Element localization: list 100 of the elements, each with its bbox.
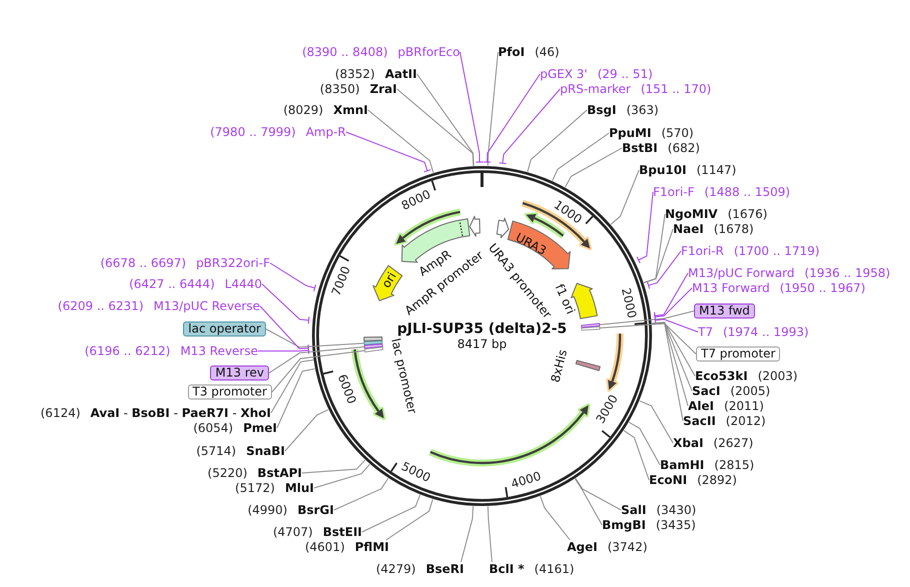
primer-range: (6678 .. 6697)	[100, 256, 186, 270]
leader-line	[652, 322, 688, 406]
leader-line	[262, 284, 310, 324]
tick-label: 2000	[619, 286, 640, 320]
enzyme-name: SacII	[683, 414, 716, 428]
cut-position: (46)	[534, 45, 560, 59]
cut-position: (5172)	[235, 481, 275, 495]
primer-name: pBR322ori-F	[196, 256, 270, 270]
leader-line	[270, 262, 316, 292]
leader-line	[639, 400, 674, 444]
leader-line	[272, 350, 366, 392]
leader-line	[483, 74, 540, 163]
leader-line	[636, 192, 654, 264]
enzyme-name: AatII	[384, 67, 417, 81]
feature-name: ori	[378, 270, 399, 290]
primer-range: (1950 .. 1967)	[780, 281, 866, 295]
leader-line	[527, 110, 588, 172]
leader-line	[270, 360, 314, 414]
primer-range: (6209 .. 6231)	[58, 299, 144, 313]
primer-name: M13 Forward	[692, 281, 770, 295]
cut-position: (2815)	[714, 458, 754, 472]
cut-position: (2892)	[697, 473, 737, 487]
leader-line	[498, 88, 560, 164]
cut-position: (4601)	[304, 540, 345, 554]
leader-line	[652, 323, 684, 422]
primer-name: M13/pUC Forward	[688, 266, 795, 280]
leader-line	[575, 478, 622, 510]
enzyme-name: BsrGI	[297, 503, 334, 517]
feature-bar	[581, 326, 600, 331]
enzyme-name: BstAPI	[257, 466, 302, 480]
cut-position: (4161)	[534, 562, 574, 576]
leader-line	[302, 460, 366, 474]
leader-line	[564, 148, 622, 188]
leader-line	[552, 132, 610, 182]
primer-name: pGEX 3'	[540, 67, 588, 81]
leader-line	[368, 110, 434, 174]
leader-line	[416, 74, 474, 166]
leader-line	[487, 506, 492, 562]
primer-name: F1ori-F	[653, 185, 694, 199]
leader-line	[598, 310, 694, 326]
enzyme-name: SalI	[621, 503, 646, 517]
leader-line	[460, 506, 474, 562]
leader-line	[396, 88, 474, 166]
primer-name: L4440	[224, 277, 262, 291]
cut-position: (3435)	[656, 518, 696, 532]
cut-position: (4707)	[272, 525, 313, 539]
enzyme-name: EcoNI	[649, 473, 688, 487]
leader-line	[646, 250, 682, 290]
cut-position: (2003)	[758, 369, 798, 383]
cut-position: (682)	[668, 141, 700, 155]
enzyme-name: ZraI	[370, 82, 397, 96]
primer-range: (1488 .. 1509)	[704, 185, 790, 199]
enzyme-name: AgeI	[567, 540, 598, 554]
feature-bar	[581, 323, 600, 328]
leader-line	[540, 496, 570, 540]
primer-name: Amp-R	[306, 125, 346, 139]
cut-position: (5714)	[196, 444, 236, 458]
enzyme-name: PmeI	[243, 421, 277, 435]
primer-range: (151 .. 170)	[640, 82, 712, 96]
leader-line	[574, 478, 602, 526]
leader-line	[284, 409, 329, 452]
enzyme-name: BstEII	[322, 525, 362, 539]
enzyme-name: BamHI	[660, 458, 704, 472]
cut-position: (4279)	[376, 562, 416, 576]
feature-label: M13 rev	[210, 366, 269, 380]
feature-label: T3 promoter	[188, 384, 272, 400]
leader-line	[487, 52, 498, 166]
primer-range: (6427 .. 6444)	[129, 277, 215, 291]
leader-line	[643, 214, 666, 283]
cut-position: (2005)	[730, 384, 770, 398]
primer-range: (8390 .. 8408)	[302, 45, 388, 59]
cut-position: (3742)	[607, 540, 648, 554]
feature-bar	[364, 340, 383, 346]
enzyme-name: AvaI - BsoBI - PaeR7I - XhoI	[90, 406, 271, 420]
leader-line	[610, 170, 640, 225]
primer-range: (1700 .. 1719)	[734, 244, 820, 258]
enzyme-name: Eco53kI	[695, 369, 748, 383]
cut-position: (8350)	[320, 82, 360, 96]
leader-line	[268, 346, 365, 374]
enzyme-name: PpuMI	[609, 126, 652, 140]
primer-name: pBRforEco	[398, 45, 460, 59]
cut-position: (1676)	[728, 207, 768, 221]
leader-line	[628, 422, 660, 466]
tick-label: 5000	[399, 458, 433, 485]
feature-bar	[364, 344, 383, 349]
feature-name: 8xHis	[548, 348, 570, 384]
cut-position: (1147)	[696, 163, 736, 177]
leader-line	[346, 132, 432, 172]
leader-line	[460, 52, 484, 163]
primer-range: (6196 .. 6212)	[84, 344, 170, 358]
leader-line	[652, 322, 696, 376]
leader-line	[260, 306, 310, 352]
primer-name: F1ori-R	[681, 244, 724, 258]
cut-position: (2012)	[726, 414, 766, 428]
cut-position: (2011)	[724, 399, 764, 413]
tick-label: 7000	[329, 264, 354, 298]
enzyme-name: BstBI	[622, 141, 658, 155]
tick-label: 4000	[509, 469, 543, 492]
leader-line	[314, 464, 370, 488]
leader-line	[652, 322, 692, 392]
